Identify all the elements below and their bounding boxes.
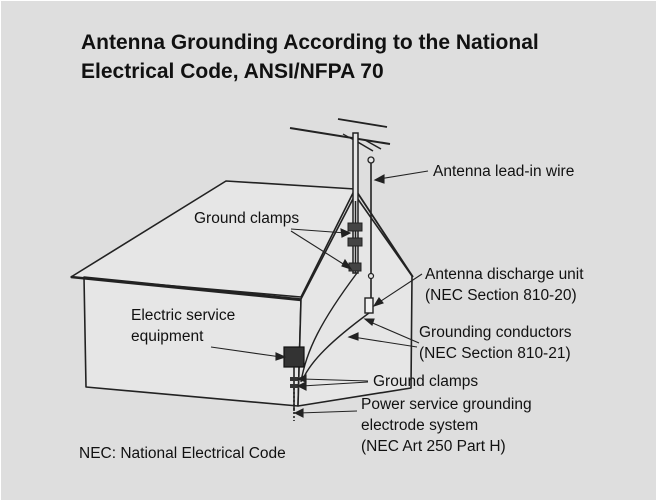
roof-eave	[70, 275, 302, 302]
lead-in-junction	[367, 272, 375, 280]
label-antenna-lead-in: Antenna lead-in wire	[433, 163, 575, 180]
label-discharge-unit: Antenna discharge unit	[425, 266, 584, 283]
footnote: NEC: National Electrical Code	[79, 445, 286, 462]
label-grounding-conductors: Grounding conductors	[419, 324, 572, 341]
title-line-1: Antenna Grounding According to the Natio…	[81, 31, 539, 54]
label-ground-clamps-top: Ground clamps	[194, 210, 300, 227]
gable-edge	[354, 188, 414, 278]
leader-lines	[210, 170, 429, 418]
grounding-conductor-1	[302, 312, 370, 380]
electric-service-box	[283, 346, 305, 368]
lower-ground-clamps	[290, 377, 299, 388]
grounding-conductor-2	[300, 272, 358, 383]
label-power-service-3: (NEC Art 250 Part H)	[361, 438, 506, 455]
label-electric-service-2: equipment	[131, 328, 204, 345]
label-electric-service-1: Electric service	[131, 307, 236, 324]
antenna-mast	[352, 132, 359, 274]
label-discharge-section: (NEC Section 810-20)	[425, 287, 577, 304]
label-ground-clamps-bottom: Ground clamps	[373, 373, 479, 390]
label-power-service-2: electrode system	[361, 417, 479, 434]
title-line-2: Electrical Code, ANSI/NFPA 70	[81, 60, 384, 83]
label-power-service-1: Power service grounding	[361, 396, 532, 413]
discharge-unit-box	[364, 297, 374, 314]
label-grounding-section: (NEC Section 810-21)	[419, 345, 571, 362]
diagram-title: Antenna Grounding According to the Natio…	[81, 28, 539, 86]
antenna	[289, 118, 391, 164]
gable-wall	[297, 194, 413, 407]
mast-clamps	[347, 222, 363, 272]
